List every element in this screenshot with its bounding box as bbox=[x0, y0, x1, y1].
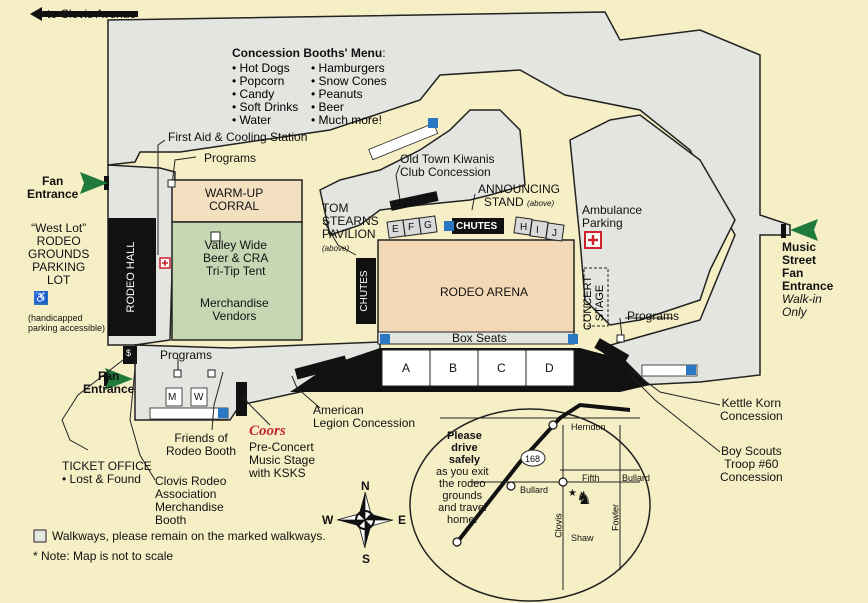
dollar-icon: $ bbox=[126, 348, 132, 358]
menu-item: Water bbox=[232, 114, 298, 127]
rodeo-arena bbox=[377, 239, 575, 343]
entrance-arrows bbox=[80, 172, 818, 390]
route-168: 168 bbox=[525, 454, 541, 464]
compass-e: E bbox=[398, 513, 407, 527]
chutes-top-label: CHUTES bbox=[456, 221, 498, 232]
programs-label-top: Programs bbox=[204, 151, 257, 165]
compass-s: S bbox=[362, 552, 371, 566]
programs-label-left: Programs bbox=[160, 348, 213, 362]
coors-logo: Coors bbox=[249, 423, 286, 439]
programs-label-right: Programs bbox=[627, 309, 680, 323]
first-aid-markers bbox=[159, 231, 602, 269]
section-e: E bbox=[392, 224, 399, 235]
bleacher-a: A bbox=[402, 361, 411, 375]
to-clovis-arrow bbox=[30, 7, 138, 21]
inset-map bbox=[409, 408, 651, 602]
compass-rose bbox=[336, 491, 394, 549]
chutes-top bbox=[452, 218, 504, 234]
section-h: H bbox=[520, 222, 528, 233]
menu-item: Beer bbox=[311, 101, 387, 114]
chutes-left bbox=[356, 258, 376, 324]
compass-n: N bbox=[361, 479, 370, 493]
box-seats-label: Box Seats bbox=[452, 331, 507, 345]
street-shaw: Shaw bbox=[571, 533, 594, 543]
scale-note: * Note: Map is not to scale bbox=[33, 549, 174, 563]
compass-w: W bbox=[322, 513, 334, 527]
street-fowler: Fowler bbox=[610, 504, 621, 532]
first-aid-label: First Aid & Cooling Station bbox=[168, 130, 308, 144]
menu-item: Hot Dogs bbox=[232, 62, 298, 75]
accessible-icon: ♿ bbox=[34, 292, 48, 304]
menu-item: Hamburgers bbox=[311, 62, 387, 75]
rodeo-hall bbox=[108, 218, 156, 336]
menu-item: Peanuts bbox=[311, 88, 387, 101]
rodeo-hall-label: RODEO HALL bbox=[125, 241, 137, 313]
section-f: F bbox=[408, 222, 415, 233]
walkways-legend: Walkways, please remain on the marked wa… bbox=[52, 529, 326, 543]
section-g: G bbox=[424, 220, 432, 231]
section-j: J bbox=[552, 228, 557, 239]
rodeo-arena-label: RODEO ARENA bbox=[440, 285, 529, 299]
merch-area bbox=[171, 221, 303, 341]
street-bullard-2: Bullard bbox=[622, 473, 651, 483]
restroom-men-icon: M bbox=[168, 392, 177, 403]
concession-blocks bbox=[104, 176, 786, 416]
menu-item: Candy bbox=[232, 88, 298, 101]
chutes-left-label: CHUTES bbox=[359, 270, 370, 312]
menu-item: Popcorn bbox=[232, 75, 298, 88]
menu-list-1: Hot Dogs Popcorn Candy Soft Drinks Water bbox=[232, 62, 299, 127]
bleacher-c: C bbox=[497, 361, 506, 375]
street-fifth: Fifth bbox=[582, 473, 600, 483]
bleacher-d: D bbox=[545, 361, 554, 375]
section-boxes bbox=[386, 215, 565, 242]
bleachers bbox=[381, 349, 575, 387]
section-i: I bbox=[536, 225, 539, 236]
rodeo-star-icon: ★ bbox=[568, 488, 577, 499]
ticket-office-label: TICKET OFFICE• Lost & Found bbox=[62, 459, 152, 486]
restroom-women-icon: W bbox=[194, 392, 204, 403]
menu-title: Concession Booths' Menu: bbox=[232, 46, 386, 60]
street-herndon: Herndon bbox=[571, 422, 606, 432]
bucking-horse-icon: ♞ bbox=[576, 488, 593, 508]
street-clovis: Clovis bbox=[553, 513, 564, 538]
menu-item: Soft Drinks bbox=[232, 101, 299, 114]
bleacher-b: B bbox=[449, 361, 458, 375]
to-clovis-label: to Clovis Avenue bbox=[47, 7, 137, 21]
menu-item: Snow Cones bbox=[311, 75, 387, 88]
warmup-corral bbox=[171, 179, 303, 223]
menu-item: Much more! bbox=[311, 114, 387, 127]
street-bullard-1: Bullard bbox=[520, 485, 549, 495]
menu-list-2: Hamburgers Snow Cones Peanuts Beer Much … bbox=[311, 62, 387, 127]
